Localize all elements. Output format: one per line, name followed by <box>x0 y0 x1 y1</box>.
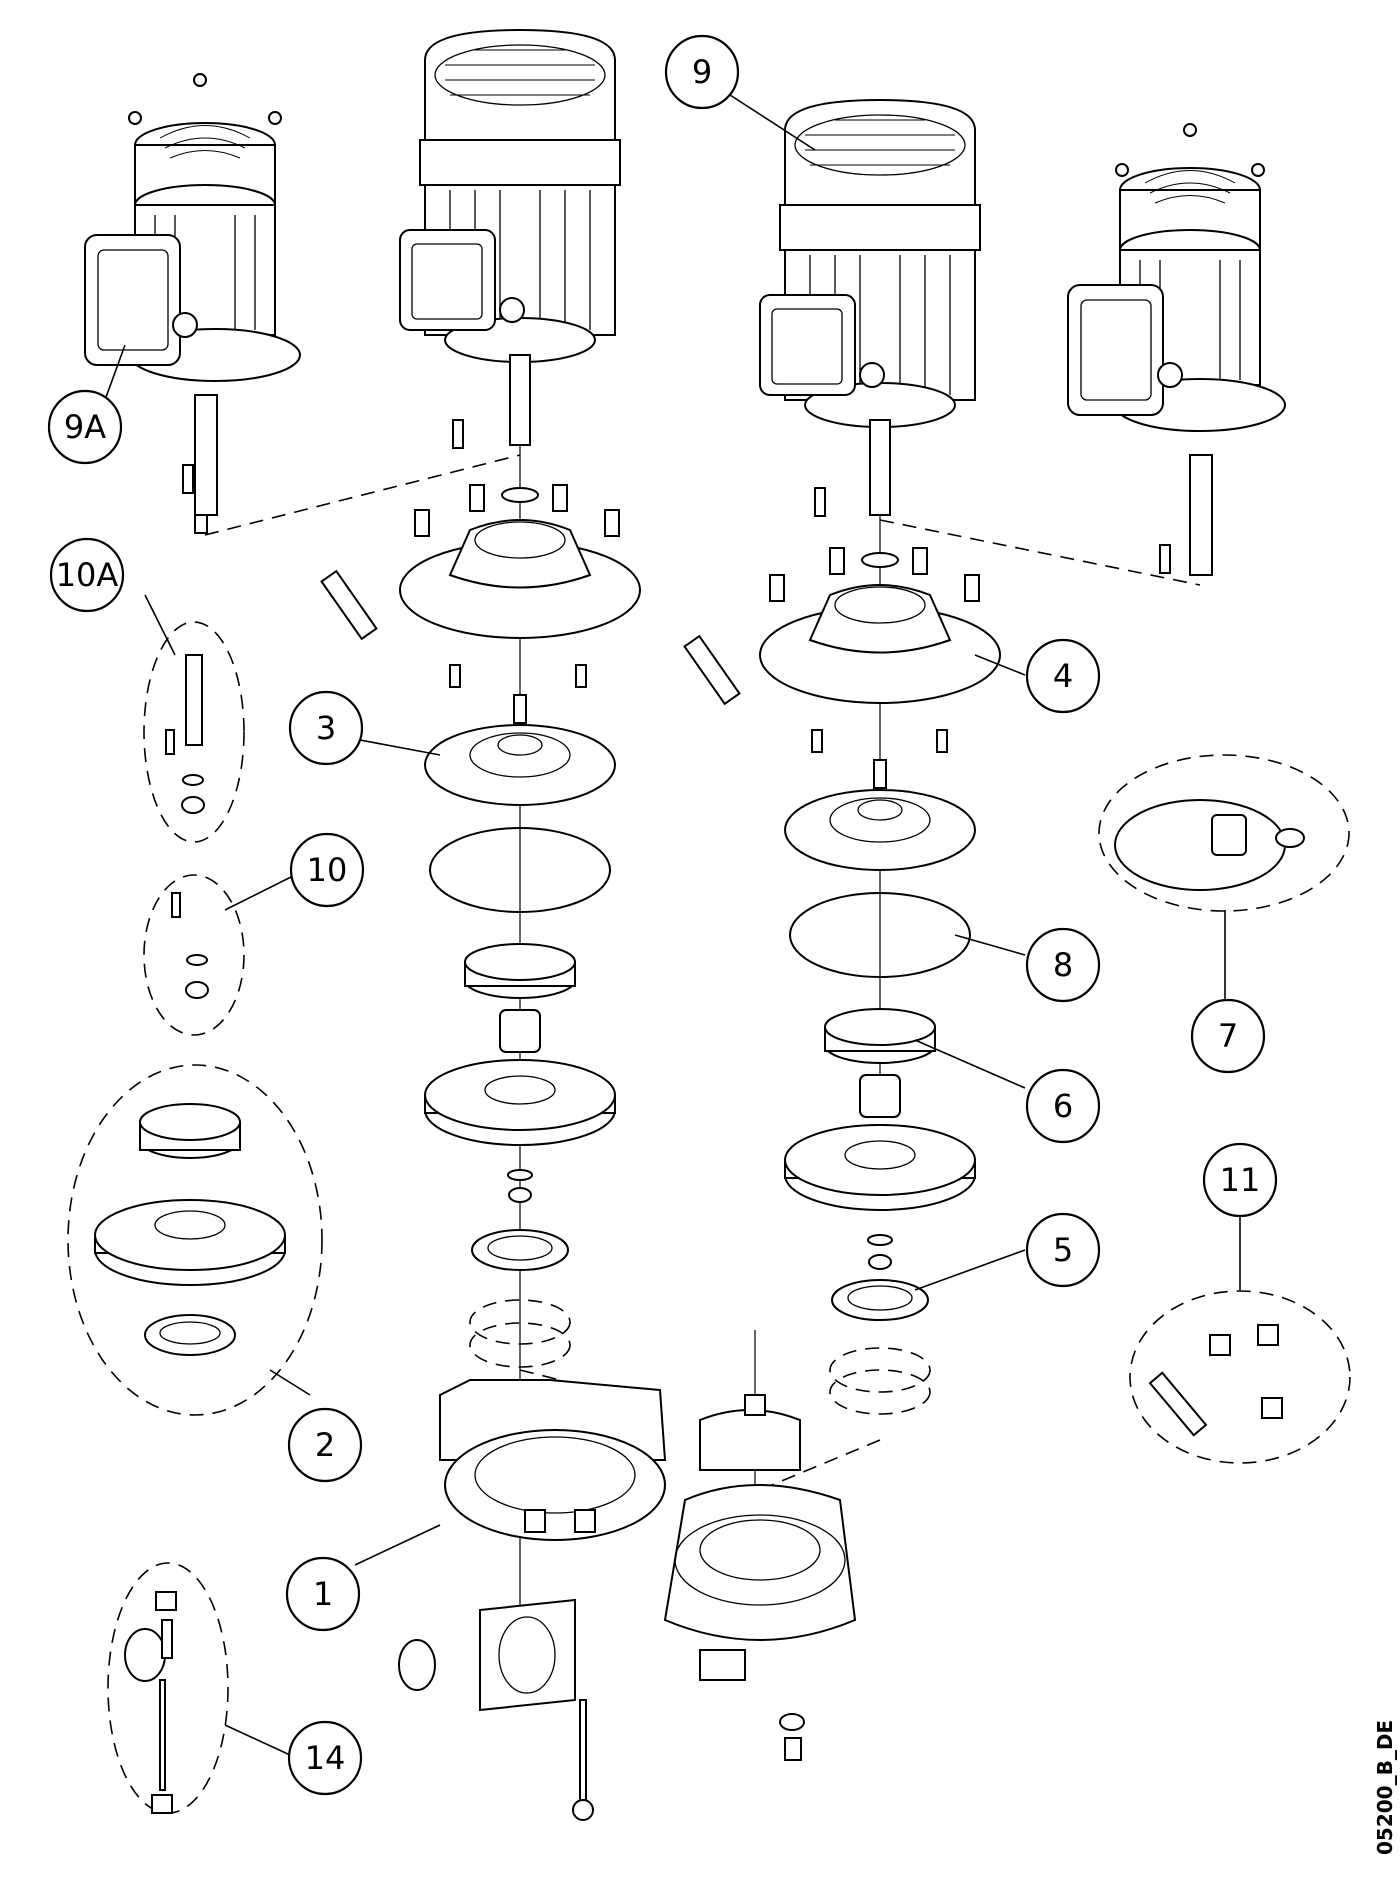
callout-8: 8 <box>1025 927 1101 1003</box>
callout-4-label: 4 <box>1053 657 1073 695</box>
pump-casing <box>398 1379 857 1821</box>
callout-14-label: 14 <box>305 1739 346 1777</box>
callout-9A-label: 9A <box>64 408 106 446</box>
lantern-right <box>683 547 1001 753</box>
motor-9A <box>84 73 301 534</box>
callout-10A: 10A <box>49 537 125 613</box>
group-7-parts <box>1114 799 1305 891</box>
o-ring-left <box>429 827 611 913</box>
motor-right-small <box>1067 123 1286 576</box>
wear-ring-right <box>824 1008 936 1064</box>
callout-10-label: 10 <box>307 851 348 889</box>
group-10-parts <box>171 892 209 999</box>
callout-9A: 9A <box>47 389 123 465</box>
casing-ring-left <box>469 1229 571 1368</box>
document-id: 05200_B_DE <box>1373 1720 1397 1855</box>
seal-cover-left <box>424 694 616 806</box>
callout-5-label: 5 <box>1053 1231 1073 1269</box>
group-2-parts <box>94 1103 286 1356</box>
callout-9-label: 9 <box>692 53 712 91</box>
callout-10A-label: 10A <box>56 556 119 594</box>
callout-5: 5 <box>1025 1212 1101 1288</box>
enclosure-10 <box>143 874 245 1036</box>
wear-ring-left <box>464 943 576 999</box>
motor-right-large <box>759 98 981 517</box>
callout-2: 2 <box>287 1407 363 1483</box>
callout-7: 7 <box>1190 998 1266 1074</box>
group-14-parts <box>124 1591 177 1814</box>
enclosure-7 <box>1098 754 1350 912</box>
o-ring-right <box>789 892 971 978</box>
lantern-left <box>320 484 641 688</box>
callout-6: 6 <box>1025 1068 1101 1144</box>
impeller-right <box>784 1074 976 1270</box>
enclosure-11 <box>1129 1290 1351 1464</box>
callout-11: 11 <box>1202 1142 1278 1218</box>
callout-8-label: 8 <box>1053 946 1073 984</box>
callout-7-label: 7 <box>1218 1017 1238 1055</box>
callout-2-label: 2 <box>315 1426 335 1464</box>
motor-left-large <box>399 28 621 449</box>
impeller-left <box>424 1009 616 1203</box>
callout-3-label: 3 <box>316 709 336 747</box>
callout-6-label: 6 <box>1053 1087 1073 1125</box>
casing-ring-right <box>829 1279 931 1415</box>
leader-lines <box>104 94 1241 1756</box>
enclosure-2 <box>67 1064 323 1416</box>
callout-1: 1 <box>285 1556 361 1632</box>
callout-1-label: 1 <box>313 1575 333 1613</box>
callout-9: 9 <box>664 34 740 110</box>
group-11-parts <box>1148 1324 1283 1437</box>
callout-10: 10 <box>289 832 365 908</box>
callout-3: 3 <box>288 690 364 766</box>
callout-4: 4 <box>1025 638 1101 714</box>
callout-14: 14 <box>287 1720 363 1796</box>
callout-11-label: 11 <box>1220 1161 1261 1199</box>
enclosure-10A <box>143 621 245 843</box>
group-10A-parts <box>165 654 205 814</box>
seal-cover-right <box>784 759 976 871</box>
